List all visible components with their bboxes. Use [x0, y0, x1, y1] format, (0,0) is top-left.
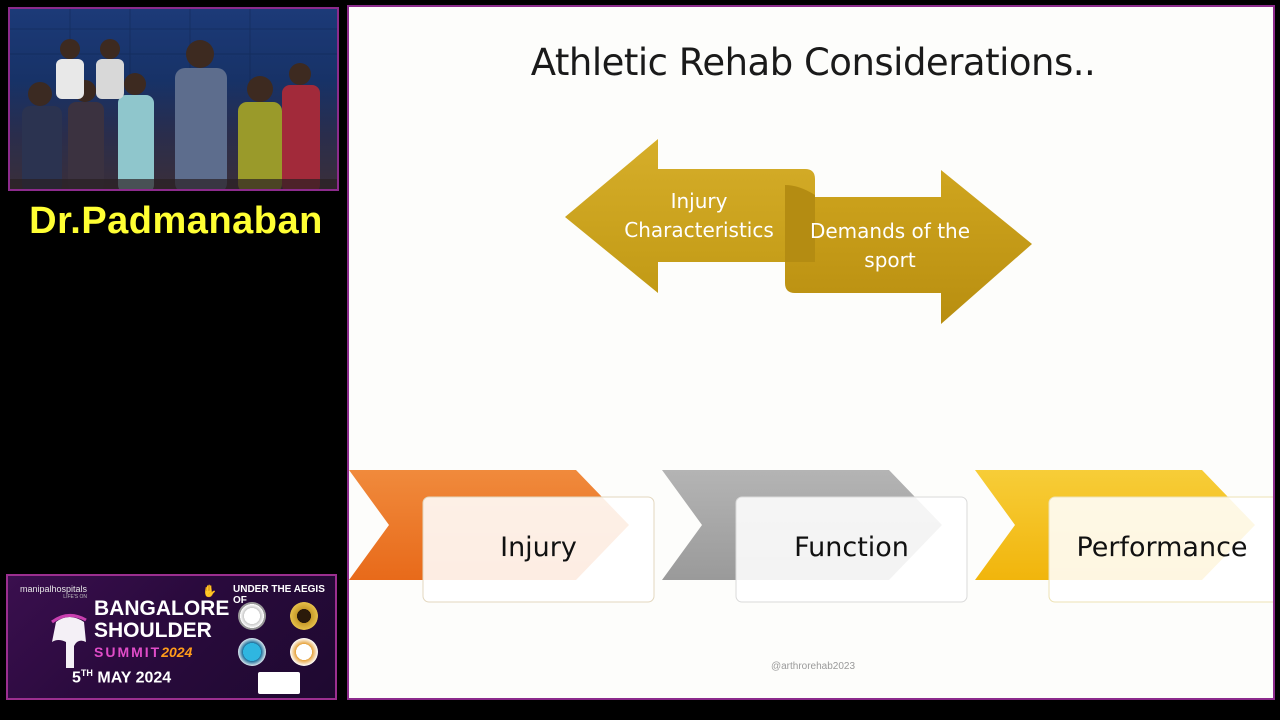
banner-title-line2: SHOULDER — [94, 619, 212, 642]
right-arrow-label: Demands of the sport — [795, 217, 985, 275]
date-suffix: TH — [80, 668, 93, 678]
webcam-feed — [8, 7, 339, 191]
stages-diagram — [349, 470, 1273, 603]
left-arrow-label: Injury Characteristics — [609, 187, 789, 245]
right-arrow-line2: sport — [864, 248, 916, 272]
stage-label-function: Function — [794, 532, 909, 563]
right-arrow-line1: Demands of the — [809, 219, 971, 243]
presentation-slide: Athletic Rehab Considerations.. Injury C… — [347, 5, 1275, 700]
slide-title: Athletic Rehab Considerations.. — [530, 41, 1096, 84]
audience-video-frame — [10, 9, 337, 189]
association-logo-2-icon — [290, 602, 318, 630]
shoulder-logo-icon — [51, 614, 87, 668]
banner-title-line3: SUMMIT2024 — [94, 644, 192, 660]
association-logo-3-icon — [238, 638, 266, 666]
left-arrow-line1: Injury — [670, 189, 728, 213]
hospital-brand-name: manipalhospitals — [20, 584, 88, 594]
double-arrow-diagram — [565, 139, 1032, 324]
aegis-label: UNDER THE AEGIS OF — [233, 584, 325, 606]
summit-word: SUMMIT — [94, 644, 162, 660]
stage-box-function — [735, 496, 968, 603]
summit-year: 2024 — [161, 644, 193, 660]
association-logo-1-icon — [238, 602, 266, 630]
hospital-brand: manipalhospitals LIFE'S ON — [20, 584, 87, 600]
hand-icon: ✋ — [202, 584, 217, 598]
left-arrow-shape — [565, 139, 815, 293]
date-rest: MAY 2024 — [97, 669, 172, 687]
summit-banner: manipalhospitals LIFE'S ON ✋ BANGALORE S… — [6, 574, 337, 700]
date-day: 5 — [72, 669, 81, 687]
association-logo-5-icon — [258, 672, 300, 694]
slide-credit: @arthrorehab2023 — [770, 661, 856, 672]
hospital-brand-tagline: LIFE'S ON — [63, 594, 88, 600]
stage-label-injury: Injury — [500, 532, 577, 563]
association-logo-4-icon — [290, 638, 318, 666]
event-date: 5TH MAY 2024 — [72, 668, 171, 687]
banner-title-line1: BANGALORE — [94, 597, 230, 620]
stage-box-injury — [422, 496, 655, 603]
right-arrow-shape — [785, 170, 1032, 324]
speaker-name: Dr.Padmanaban — [29, 200, 323, 242]
left-arrow-line2: Characteristics — [624, 218, 774, 242]
stage-label-performance: Performance — [1076, 532, 1248, 563]
stage-box-performance — [1048, 496, 1273, 603]
